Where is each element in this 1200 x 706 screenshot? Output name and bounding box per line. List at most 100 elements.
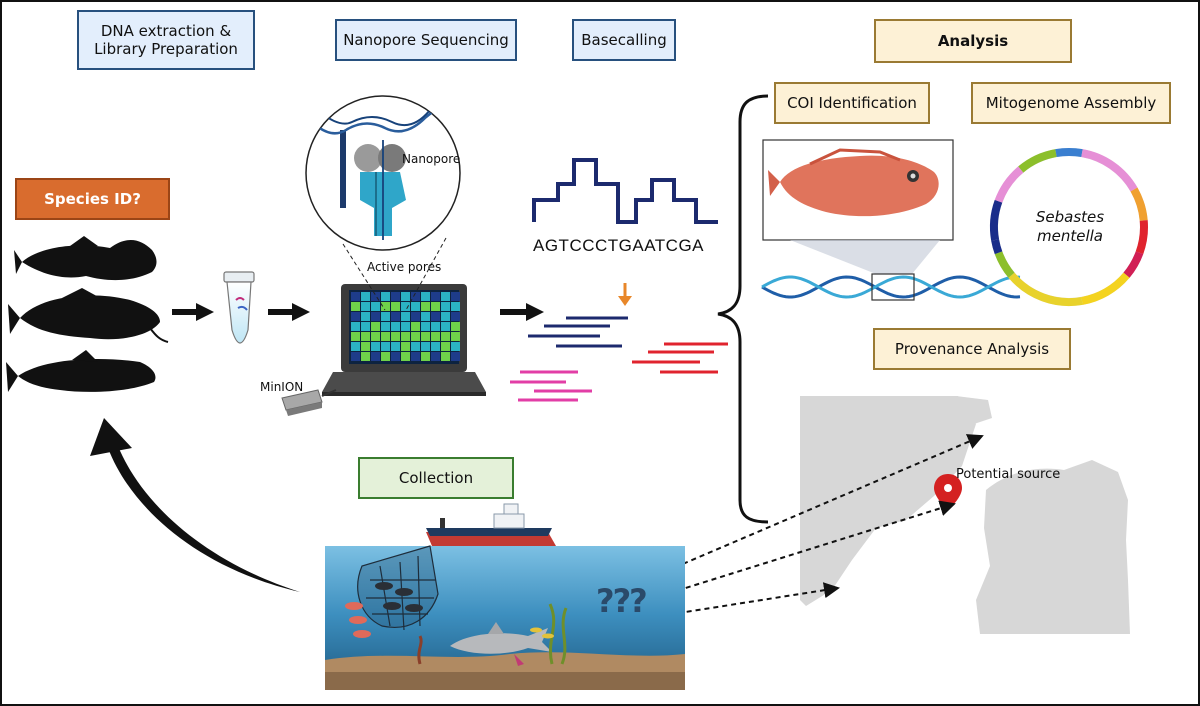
pore-cell: [441, 292, 450, 301]
gene-arc: [1081, 149, 1138, 192]
pore-cell: [401, 322, 410, 331]
pore-cell: [451, 352, 460, 361]
gene-arc: [1081, 272, 1130, 305]
pore-cell: [391, 312, 400, 321]
pore-cell: [371, 342, 380, 351]
collection-label: Collection: [398, 469, 474, 487]
gene-arc: [994, 251, 1015, 278]
pore-cell: [381, 332, 390, 341]
pore-cell: [401, 312, 410, 321]
pore-cell: [361, 312, 370, 321]
pore-cell: [351, 292, 360, 301]
pore-cell: [391, 292, 400, 301]
pore-cell: [421, 292, 430, 301]
pore-cell: [421, 302, 430, 311]
pore-cell: [411, 292, 420, 301]
pore-cell: [361, 302, 370, 311]
pore-cell: [431, 322, 440, 331]
species-id-label: Species ID?: [44, 190, 141, 208]
gene-arc: [1008, 272, 1083, 307]
fish-silhouette-icon: [8, 288, 169, 343]
pore-cell: [401, 302, 410, 311]
signal-trace: [532, 158, 718, 224]
basecalling-label: Basecalling: [581, 31, 667, 49]
active-pores-label: Active pores: [367, 260, 442, 274]
pore-cell: [381, 312, 390, 321]
fish-specimen-icon: [762, 139, 954, 241]
pore-cell: [421, 342, 430, 351]
pore-cell: [381, 342, 390, 351]
nanopore-sequencing-label: Nanopore Sequencing: [343, 31, 509, 49]
shark-icon: [450, 622, 552, 654]
pore-cell: [371, 302, 380, 311]
pore-cell: [381, 322, 390, 331]
sequencing-reads: [510, 316, 728, 402]
coi-identification-label: COI Identification: [787, 94, 917, 112]
pore-cell: [351, 312, 360, 321]
pore-cell: [451, 302, 460, 311]
pore-cell: [361, 322, 370, 331]
minion-device-icon: [281, 389, 337, 416]
pore-cell: [451, 342, 460, 351]
gene-arc: [989, 199, 1003, 241]
pore-cell: [411, 322, 420, 331]
gene-arc: [1055, 147, 1083, 158]
pore-cell: [361, 352, 370, 361]
fish-silhouette-icon: [6, 350, 156, 392]
pore-cell: [451, 292, 460, 301]
pore-cell: [391, 322, 400, 331]
pore-cell: [441, 322, 450, 331]
pore-cell: [421, 312, 430, 321]
trawler-ship-icon: [426, 503, 556, 546]
pore-cell: [371, 352, 380, 361]
pore-cell: [431, 302, 440, 311]
pore-cell: [451, 312, 460, 321]
pore-cell: [411, 312, 420, 321]
pore-cell: [451, 322, 460, 331]
nanopore-sequencing-box: Nanopore Sequencing: [335, 19, 517, 61]
mitogenome-map: [989, 147, 1148, 307]
pore-cell: [381, 302, 390, 311]
pore-cell: [441, 342, 450, 351]
provenance-analysis-label: Provenance Analysis: [894, 340, 1050, 358]
pore-cell: [351, 322, 360, 331]
pore-cell: [411, 352, 420, 361]
pore-cell: [371, 332, 380, 341]
pore-cell: [361, 292, 370, 301]
pore-cell: [391, 302, 400, 311]
pore-cell: [371, 312, 380, 321]
gene-arc: [1130, 187, 1148, 221]
analysis-brace: [717, 94, 769, 524]
mitogenome-assembly-box: Mitogenome Assembly: [971, 82, 1171, 124]
species-genus: Sebastes: [1035, 208, 1105, 226]
pore-cell: [411, 342, 420, 351]
pore-cell: [411, 332, 420, 341]
species-id-box: Species ID?: [15, 178, 170, 220]
provenance-map: [800, 396, 1130, 634]
pore-cell: [421, 332, 430, 341]
pore-cell: [391, 352, 400, 361]
pore-cell: [401, 292, 410, 301]
pore-cell: [371, 322, 380, 331]
question-marks: ???: [596, 582, 648, 620]
pore-cell: [351, 332, 360, 341]
laptop-icon: [322, 284, 486, 396]
provenance-arrows: [649, 434, 984, 617]
fish-silhouette-icon: [14, 236, 157, 281]
potential-source-label: Potential source: [956, 467, 1061, 482]
pore-cell: [381, 292, 390, 301]
species-name: Sebastes mentella: [1018, 208, 1122, 246]
mitogenome-assembly-label: Mitogenome Assembly: [985, 94, 1157, 112]
pore-cell: [391, 332, 400, 341]
gene-arc: [994, 166, 1024, 203]
basecalling-box: Basecalling: [572, 19, 676, 61]
pore-cell: [401, 332, 410, 341]
return-arrow: [90, 418, 300, 592]
pore-cell: [401, 352, 410, 361]
pore-cell: [441, 312, 450, 321]
dna-extraction-label: DNA extraction & Library Preparation: [94, 22, 238, 58]
pore-cell: [431, 312, 440, 321]
species-epithet: mentella: [1037, 226, 1103, 245]
gene-arc: [1123, 251, 1144, 278]
provenance-analysis-box: Provenance Analysis: [873, 328, 1071, 370]
